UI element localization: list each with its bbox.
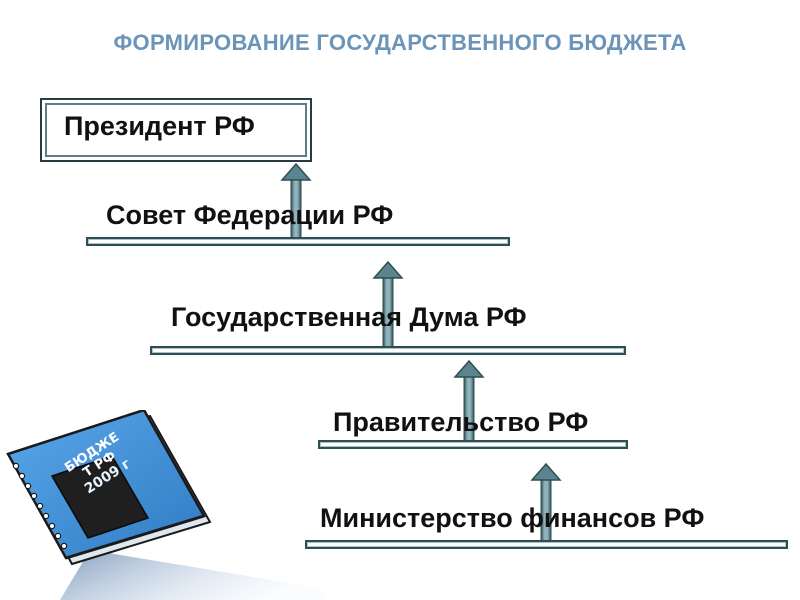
label-state-duma: Государственная Дума РФ [171,302,527,332]
budget-book-icon [6,410,330,600]
label-federation-council: Совет Федерации РФ [106,200,394,230]
platform-federation-council [86,237,510,246]
page-title: ФОРМИРОВАНИЕ ГОСУДАРСТВЕННОГО БЮДЖЕТА [113,30,687,55]
label-government: Правительство РФ [333,407,589,437]
president-box [40,98,312,162]
label-ministry-of-finance: Министерство финансов РФ [320,503,705,533]
arrow-minfin-to-government [530,462,562,542]
platform-ministry-of-finance [305,540,788,549]
platform-government [318,440,628,449]
platform-state-duma [150,346,626,355]
label-president: Президент РФ [64,111,255,141]
